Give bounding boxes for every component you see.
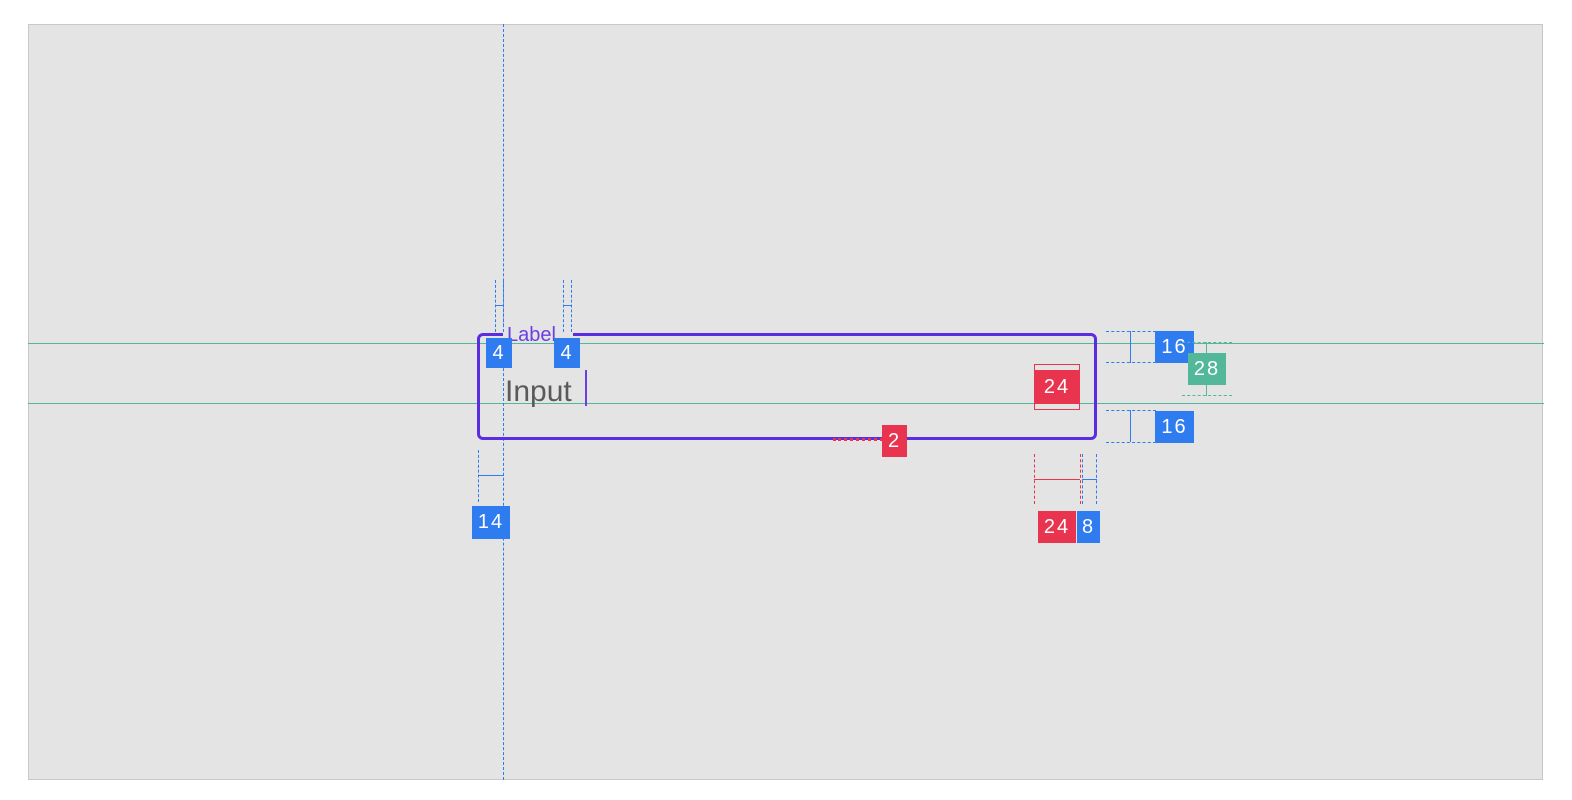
text-top-guide	[28, 343, 1544, 344]
text-cursor	[585, 370, 587, 406]
bottom-padding-tick	[1130, 410, 1131, 442]
top-padding-guide-a	[1106, 331, 1156, 332]
outlined-text-field[interactable]	[477, 333, 1097, 440]
label-gap-right-guide-b	[571, 280, 572, 332]
top-padding-tick	[1130, 331, 1131, 363]
stroke-width-marker	[833, 438, 883, 441]
field-label: Label	[507, 324, 556, 346]
diagram-canvas	[28, 24, 1543, 780]
start-padding-guide	[478, 450, 479, 502]
line-height-badge: 28	[1188, 353, 1226, 385]
label-right-gap-badge: 4	[554, 338, 580, 368]
start-padding-badge: 14	[472, 506, 510, 539]
line-height-guide-b	[1182, 395, 1232, 396]
icon-width-badge: 24	[1038, 511, 1076, 543]
top-padding-guide-b	[1106, 362, 1156, 363]
label-gap-right-guide-a	[563, 280, 564, 332]
text-bottom-guide	[28, 403, 1544, 404]
bottom-padding-guide-b	[1106, 442, 1156, 443]
bottom-padding-badge: 16	[1155, 411, 1194, 443]
icon-width-tick	[1034, 479, 1080, 480]
end-padding-badge: 8	[1077, 511, 1100, 543]
label-gap-left-tick	[495, 305, 504, 306]
stroke-width-badge: 2	[882, 425, 907, 457]
bottom-padding-guide-a	[1106, 410, 1156, 411]
start-padding-tick	[478, 475, 504, 476]
line-height-guide-a	[1182, 342, 1232, 343]
label-gap-right-tick	[563, 305, 572, 306]
top-padding-badge: 16	[1155, 331, 1194, 363]
start-alignment-guide	[503, 24, 504, 780]
label-left-gap-badge: 4	[486, 338, 512, 368]
icon-size-badge: 24	[1034, 370, 1080, 404]
end-padding-tick	[1082, 479, 1097, 480]
label-gap-left-guide-a	[495, 280, 496, 332]
icon-width-guide-b	[1080, 454, 1081, 504]
field-input-value[interactable]: Input	[505, 375, 572, 408]
label-notch	[503, 326, 573, 340]
label-gap-left-guide-b	[503, 280, 504, 332]
